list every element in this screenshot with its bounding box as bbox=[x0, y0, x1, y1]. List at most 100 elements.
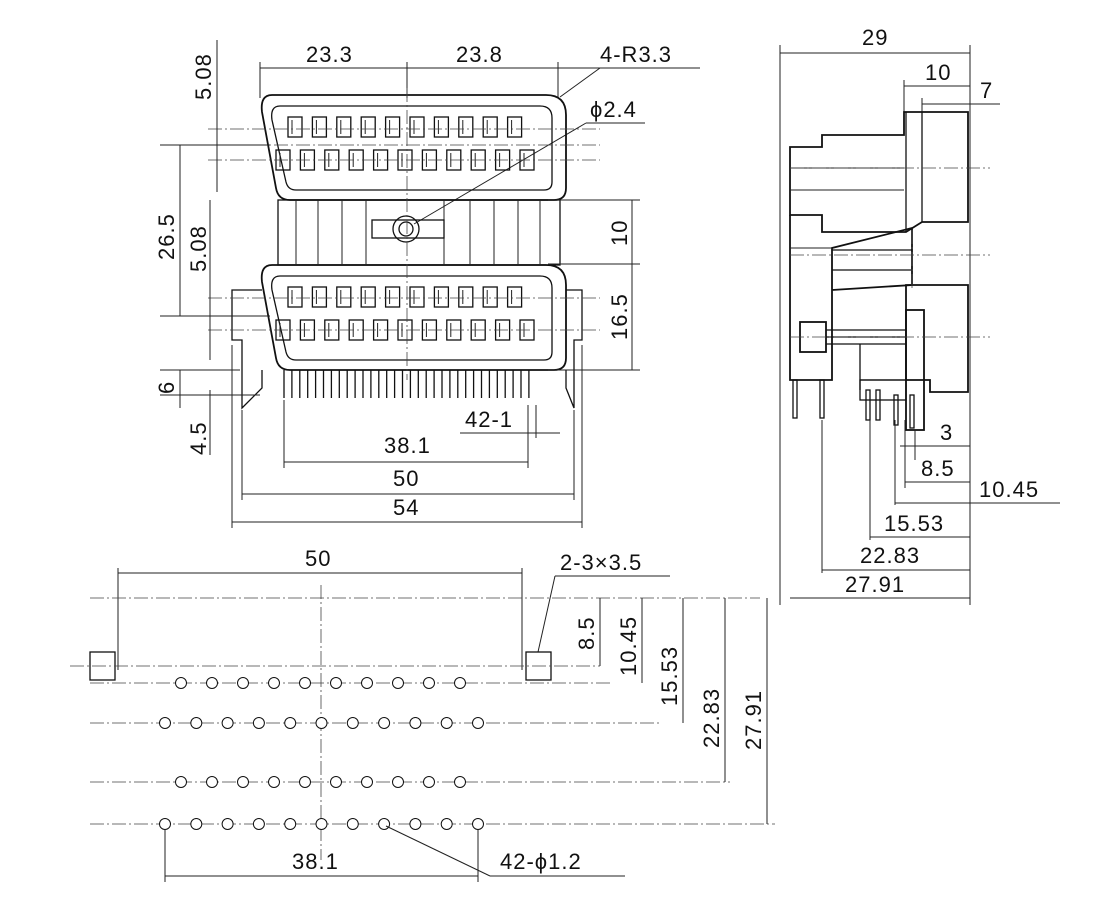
dim-top-left-width: 23.3 bbox=[306, 42, 353, 67]
side-pin bbox=[893, 394, 899, 426]
pcb-pin-hole bbox=[237, 776, 249, 788]
dim-row4: 22.83 bbox=[699, 688, 724, 748]
dim-overall-height: 26.5 bbox=[154, 213, 179, 260]
pcb-pin-hole bbox=[378, 818, 391, 830]
pcb-pin-hole bbox=[454, 677, 466, 689]
contact-slot bbox=[311, 286, 328, 308]
contact-slot bbox=[433, 116, 450, 138]
dim-pcb-mount-span: 50 bbox=[305, 546, 331, 571]
pcb-pin-hole bbox=[315, 818, 328, 830]
pcb-pin-hole bbox=[237, 677, 249, 689]
dim-flange: 7 bbox=[980, 78, 993, 103]
contact-slot bbox=[506, 116, 523, 138]
side-view: 29 10 7 bbox=[779, 25, 1060, 605]
pcb-pin-hole bbox=[284, 818, 297, 830]
contact-slot bbox=[506, 286, 523, 308]
front-pins bbox=[283, 370, 530, 398]
pcb-pin-hole bbox=[361, 677, 373, 689]
dim-pin-holes: 42-ϕ1.2 bbox=[500, 849, 582, 874]
dim-upper-spacing: 10 bbox=[607, 220, 632, 246]
pcb-pin-hole bbox=[392, 776, 404, 788]
right-bracket bbox=[565, 289, 583, 409]
pcb-pin-hole bbox=[190, 818, 203, 830]
dim-pcb-pin-span: 38.1 bbox=[292, 849, 339, 874]
dim-row1: 8.5 bbox=[574, 616, 599, 650]
pcb-pin-hole bbox=[159, 818, 171, 830]
dim-pin-b: 8.5 bbox=[921, 456, 955, 481]
pcb-pin-hole bbox=[299, 677, 311, 689]
side-pin bbox=[909, 394, 915, 429]
side-pins bbox=[792, 379, 915, 429]
front-view: 23.3 23.8 4-R3.3 ϕ2.4 bbox=[154, 40, 700, 528]
pcb-pin-hole bbox=[440, 818, 453, 830]
dim-row3: 15.53 bbox=[657, 646, 682, 706]
pcb-pin-hole bbox=[346, 818, 359, 830]
pcb-pin-hole bbox=[472, 717, 484, 729]
center-hole bbox=[398, 221, 414, 237]
middle-ribs bbox=[277, 199, 561, 266]
side-flange bbox=[905, 309, 925, 431]
side-pin bbox=[792, 379, 798, 419]
dim-body-depth: 10 bbox=[925, 60, 951, 85]
dim-pin-a: 3 bbox=[940, 420, 953, 445]
contact-slot bbox=[409, 116, 425, 138]
dim-mid-offset: 5.08 bbox=[186, 225, 211, 272]
contact-slot bbox=[360, 286, 376, 308]
pcb-pin-hole bbox=[392, 677, 404, 689]
contact-slot bbox=[336, 286, 352, 308]
pcb-pin-hole bbox=[361, 776, 373, 788]
lower-shell-inner bbox=[271, 275, 553, 361]
side-pin bbox=[865, 389, 871, 421]
pcb-pin-hole bbox=[175, 776, 187, 788]
dim-depth: 29 bbox=[862, 25, 888, 50]
dim-overall-width: 54 bbox=[393, 495, 419, 520]
side-lower-body bbox=[905, 284, 969, 393]
pcb-pin-hole bbox=[440, 717, 453, 729]
pcb-pin-hole bbox=[221, 717, 234, 729]
pcb-pin-hole bbox=[330, 677, 342, 689]
dim-pin-stub: 4.5 bbox=[186, 421, 211, 455]
pcb-pin-hole bbox=[299, 776, 311, 788]
contact-slot bbox=[482, 116, 498, 138]
pcb-pin-holes bbox=[159, 677, 484, 830]
pcb-pin-hole bbox=[315, 717, 328, 729]
contact-slot bbox=[458, 286, 474, 308]
pcb-pin-hole bbox=[423, 776, 435, 788]
pcb-pin-hole bbox=[175, 677, 187, 689]
pcb-pin-hole bbox=[190, 717, 203, 729]
pcb-pin-hole bbox=[454, 776, 466, 788]
pcb-pin-hole bbox=[252, 818, 265, 830]
pcb-pin-hole bbox=[472, 818, 484, 830]
pcb-pin-hole bbox=[284, 717, 297, 729]
contact-slot bbox=[458, 116, 474, 138]
dim-pin-f: 27.91 bbox=[845, 572, 905, 597]
dim-pin-c: 10.45 bbox=[979, 477, 1039, 502]
contact-slot bbox=[287, 286, 303, 308]
side-upper-body bbox=[789, 111, 969, 233]
dim-pin-e: 22.83 bbox=[860, 543, 920, 568]
contact-slot bbox=[482, 286, 498, 308]
contact-slot bbox=[360, 116, 376, 138]
contact-slot bbox=[384, 116, 401, 138]
dim-pin-length: 6 bbox=[154, 381, 179, 394]
pcb-pin-hole bbox=[409, 818, 422, 830]
side-pin bbox=[875, 389, 881, 421]
dim-hole-diameter: ϕ2.4 bbox=[590, 97, 637, 122]
dim-pin-count: 42-1 bbox=[465, 407, 513, 432]
upper-shell-outer bbox=[260, 94, 567, 201]
pcb-pin-hole bbox=[159, 717, 171, 729]
pcb-pin-hole bbox=[423, 677, 435, 689]
center-post-outer bbox=[392, 215, 420, 243]
left-bracket bbox=[231, 289, 263, 410]
dim-mount-span: 50 bbox=[393, 466, 419, 491]
pcb-pin-hole bbox=[206, 776, 218, 788]
dim-pin-span: 38.1 bbox=[384, 433, 431, 458]
pcb-pin-hole bbox=[268, 776, 280, 788]
contact-slot bbox=[287, 116, 303, 138]
upper-shell-inner bbox=[271, 105, 553, 191]
contact-slot bbox=[336, 116, 352, 138]
dim-corner-radius: 4-R3.3 bbox=[600, 42, 672, 67]
dim-pin-d: 15.53 bbox=[884, 511, 944, 536]
pcb-pin-hole bbox=[378, 717, 391, 729]
